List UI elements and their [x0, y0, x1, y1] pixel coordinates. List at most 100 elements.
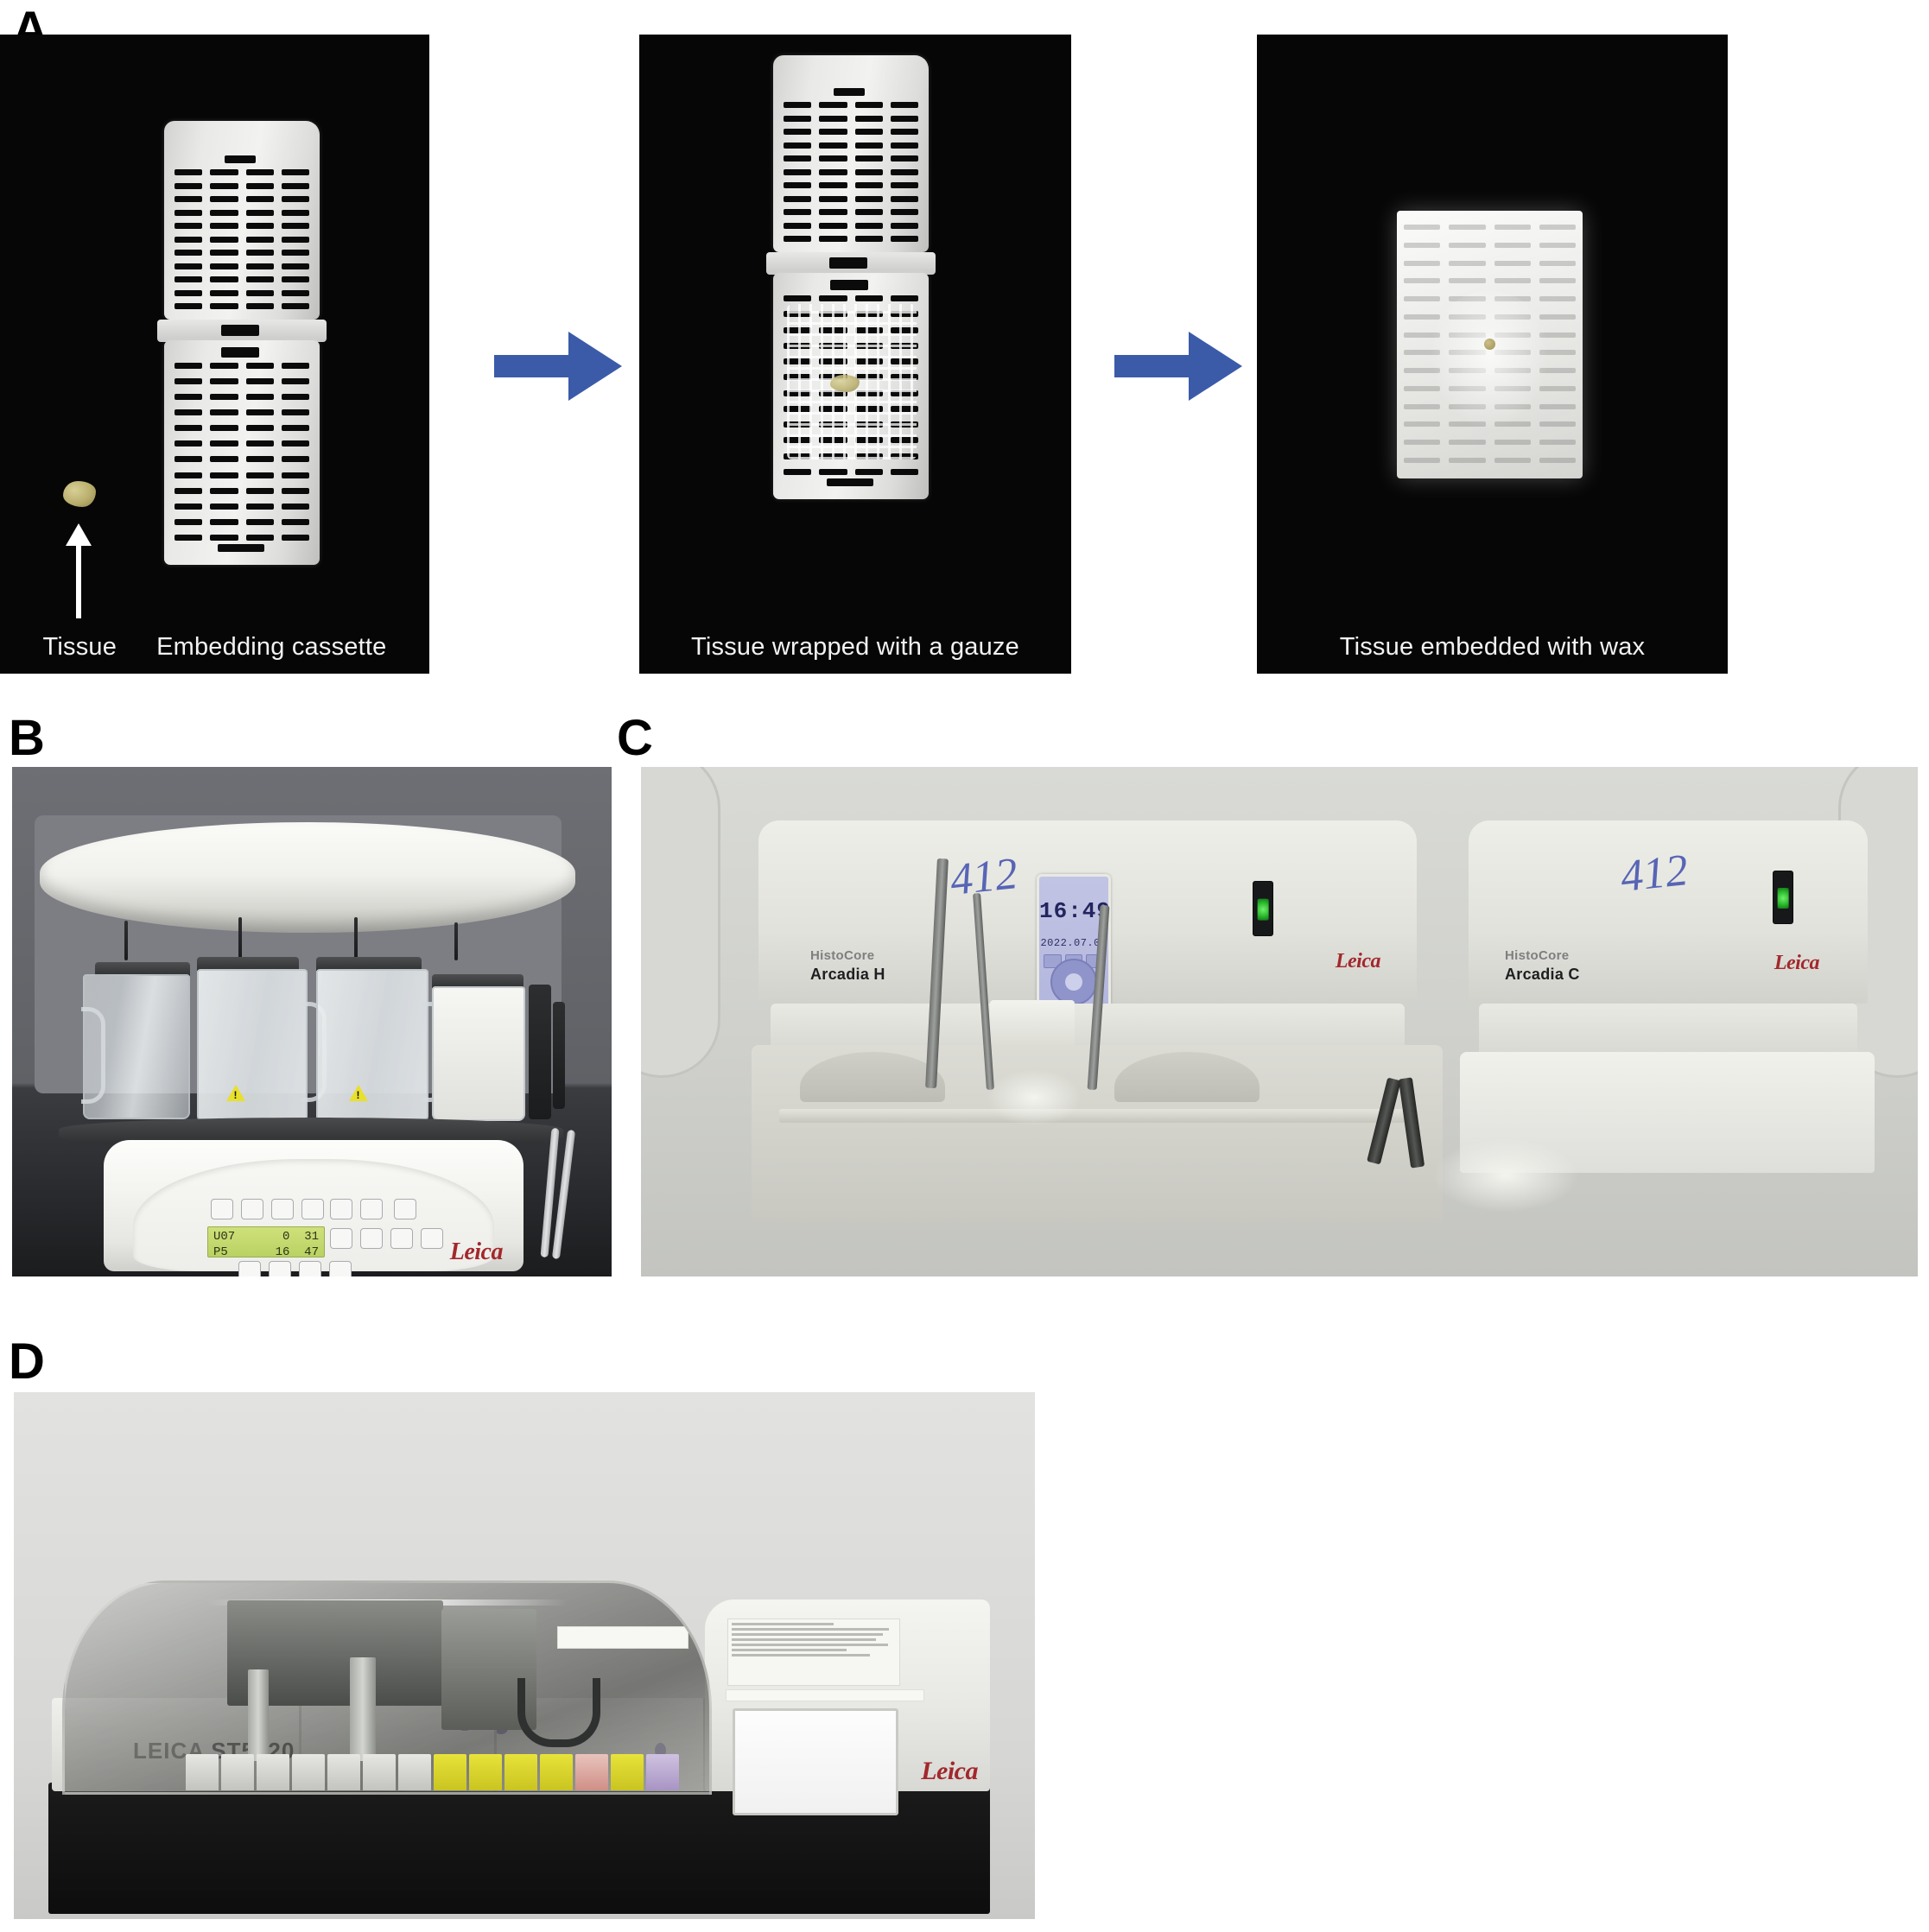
leica-logo-arcadia-h: Leica: [1335, 950, 1381, 972]
arcadia-h-backpanel: HistoCore Arcadia H 412 16:49 2022.07.03…: [758, 820, 1417, 1016]
key-stop[interactable]: [360, 1199, 383, 1219]
retort-handle: [553, 1002, 565, 1109]
lcd-line1-left: U07: [213, 1230, 236, 1244]
flow-arrow-1: [494, 332, 622, 401]
reagent-station-11[interactable]: [540, 1754, 573, 1790]
flow-arrow-2: [1114, 332, 1242, 401]
lcd-line1-right: 0 31: [282, 1230, 319, 1244]
wax-embedded-cassette: [1397, 211, 1583, 478]
cassette-lid-slots: [174, 169, 309, 309]
key-start[interactable]: [330, 1199, 352, 1219]
leica-logo-panel-d: Leica: [921, 1757, 978, 1785]
nav-key-row: [330, 1228, 443, 1249]
key-clock[interactable]: [271, 1199, 294, 1219]
reagent-station-2[interactable]: [221, 1754, 254, 1790]
arcadia-c-power-switch-icon[interactable]: [1773, 871, 1793, 924]
cassette-lid-notch: [225, 155, 256, 163]
panel-letter-c: C: [617, 710, 653, 766]
wax-surface-sheen: [1430, 291, 1550, 431]
panel-c-photo: HistoCore Arcadia H 412 16:49 2022.07.03…: [641, 767, 1918, 1276]
processor-body: U07 0 31 P5 16 47: [104, 1140, 523, 1276]
key-right[interactable]: [269, 1261, 291, 1276]
flex-hose: [517, 1678, 600, 1747]
arcadia-h-clock: 16:49: [1039, 898, 1111, 925]
arcadia-c-brand-top: HistoCore: [1505, 948, 1570, 963]
mode-key-row: [330, 1199, 383, 1219]
reagent-station-row: [186, 1754, 679, 1790]
arcadia-c-shelf: [1479, 1004, 1857, 1054]
panel-a-step-1-photo: Tissue Embedding cassette: [0, 35, 429, 674]
key-power[interactable]: [394, 1199, 416, 1219]
arcadia-h-dpad[interactable]: [1050, 958, 1097, 1005]
fume-hood-post-left: [641, 767, 720, 1078]
turret-post-2: [238, 917, 242, 959]
panel-letter-b: B: [9, 710, 45, 766]
reagent-station-3[interactable]: [257, 1754, 289, 1790]
key-minus[interactable]: [299, 1261, 321, 1276]
cassette-lid-notch-step2: [834, 88, 865, 96]
panel-a-step-1-captions: Tissue Embedding cassette: [0, 633, 429, 662]
reagent-station-9[interactable]: [469, 1754, 502, 1790]
tissue-fragment-wrapped: [830, 375, 860, 392]
arcadia-h-shelf: [771, 1004, 1405, 1048]
panel-b-photo: U07 0 31 P5 16 47: [12, 767, 612, 1276]
arcadia-h-brand-top: HistoCore: [810, 948, 875, 963]
key-plus[interactable]: [329, 1261, 352, 1276]
key-menu[interactable]: [211, 1199, 233, 1219]
reagent-station-6[interactable]: [363, 1754, 396, 1790]
vertical-rail-2: [350, 1657, 376, 1761]
key-escape[interactable]: [330, 1228, 352, 1249]
key-edit[interactable]: [241, 1199, 263, 1219]
cassette-hinge-notch-step2: [829, 257, 867, 269]
cassette-base-slots: [174, 363, 309, 541]
reagent-station-1[interactable]: [186, 1754, 219, 1790]
power-key-row: [394, 1199, 416, 1219]
turret-post-1: [124, 921, 128, 960]
label-tape: [726, 1689, 924, 1701]
reagent-station-13[interactable]: [611, 1754, 644, 1790]
cassette-lid-step2: [773, 55, 929, 252]
cassette-base-notch-top-step2: [830, 280, 868, 290]
processor-lid: [40, 822, 575, 933]
warning-triangle-icon-2: [349, 1085, 368, 1101]
wax-flakes-right: [1432, 1138, 1579, 1213]
arcadia-h-power-switch-icon[interactable]: [1253, 881, 1273, 936]
arcadia-h-date: 2022.07.03: [1040, 936, 1107, 949]
arcadia-c-handwriting: 412: [1618, 846, 1691, 902]
function-key-row: [211, 1199, 324, 1219]
hood-label-tape: [557, 1626, 688, 1649]
turret-post-3: [354, 917, 358, 959]
reagent-station-14[interactable]: [646, 1754, 679, 1790]
arcadia-h-brand-bottom: Arcadia H: [810, 966, 885, 983]
key-program[interactable]: [301, 1199, 324, 1219]
cassette-hinge-notch: [221, 325, 259, 336]
vertical-rail-1: [248, 1669, 269, 1761]
reagent-station-5[interactable]: [327, 1754, 360, 1790]
caption-embedding-cassette: Embedding cassette: [156, 633, 387, 661]
reagent-station-10[interactable]: [504, 1754, 537, 1790]
reagent-station-7[interactable]: [398, 1754, 431, 1790]
reagent-station-4[interactable]: [292, 1754, 325, 1790]
processor-lcd: U07 0 31 P5 16 47: [207, 1226, 325, 1257]
panel-a-step-3-photo: Tissue embedded with wax: [1257, 35, 1728, 674]
lcd-line2-left: P5: [213, 1245, 228, 1257]
cassette-base-notch-top: [221, 347, 259, 358]
cassette-base-notch-bottom: [218, 544, 264, 552]
key-down[interactable]: [390, 1228, 413, 1249]
panel-d-photo: LEICA ST5020 Leica: [14, 1392, 1035, 1919]
stainer-hood[interactable]: [62, 1580, 712, 1795]
cassette-base: [164, 340, 320, 565]
reagent-station-12[interactable]: [575, 1754, 608, 1790]
key-enter[interactable]: [421, 1228, 443, 1249]
reagent-station-8[interactable]: [434, 1754, 466, 1790]
key-left[interactable]: [238, 1261, 261, 1276]
panel-a-step-3-caption: Tissue embedded with wax: [1339, 633, 1646, 661]
key-up[interactable]: [360, 1228, 383, 1249]
stainer-display[interactable]: [733, 1708, 898, 1815]
beaker-1: [83, 974, 190, 1119]
leica-logo-arcadia-c: Leica: [1774, 952, 1820, 974]
beaker-cap-2: [197, 957, 299, 971]
beaker-handle-1: [81, 1007, 105, 1104]
cassette-lid: [164, 121, 320, 320]
